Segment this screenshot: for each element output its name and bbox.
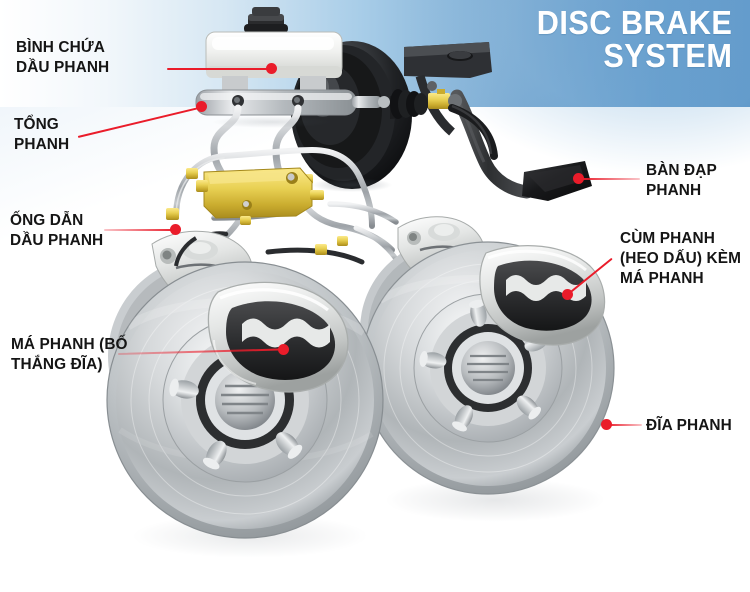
brake-caliper-front-left [207,281,349,393]
leader-dot-brakeline [170,224,181,235]
proportioning-valve [196,167,324,225]
title-line-2: SYSTEM [603,36,732,74]
title-line-1: DISC BRAKE [536,4,732,41]
label-brake-pad: MÁ PHANH (BỐ THẮNG ĐĨA) [11,336,128,374]
page-title: DISC BRAKE SYSTEM [536,4,732,74]
reservoir-cap [244,7,288,33]
label-brake-rotor: ĐĨA PHANH [646,417,732,434]
label-brake-line: ỐNG DẪN DẦU PHANH [10,212,104,250]
label-brake-fluid-reservoir: BÌNH CHỨA DẦU PHANH [16,39,110,77]
leader-line-pedal [580,178,640,180]
booster-pushrod-boot [390,89,428,119]
leader-dot-rotor [601,419,612,430]
brake-rotor-front-right-group [360,216,615,522]
leader-dot-brakepad [278,344,289,355]
label-master-cylinder: TỔNG PHANH [14,116,70,154]
label-brake-caliper: CÙM PHANH (HEO DẤU) KÈM MÁ PHANH [620,230,741,288]
leader-line-brakeline [104,229,176,231]
leader-dot-pedal [573,173,584,184]
brake-rotor-front-left-group [106,230,384,558]
label-brake-pedal: BÀN ĐẠP PHANH [646,162,717,200]
brake-pedal-group [450,89,592,201]
leader-dot-master [196,101,207,112]
leader-dot-reservoir [266,63,277,74]
brake-fluid-reservoir [205,31,343,78]
booster-bracket [404,42,492,136]
leader-dot-caliper [562,289,573,300]
master-cylinder-group [195,7,390,200]
leader-line-rotor [607,424,642,426]
leader-line-reservoir [167,68,271,70]
